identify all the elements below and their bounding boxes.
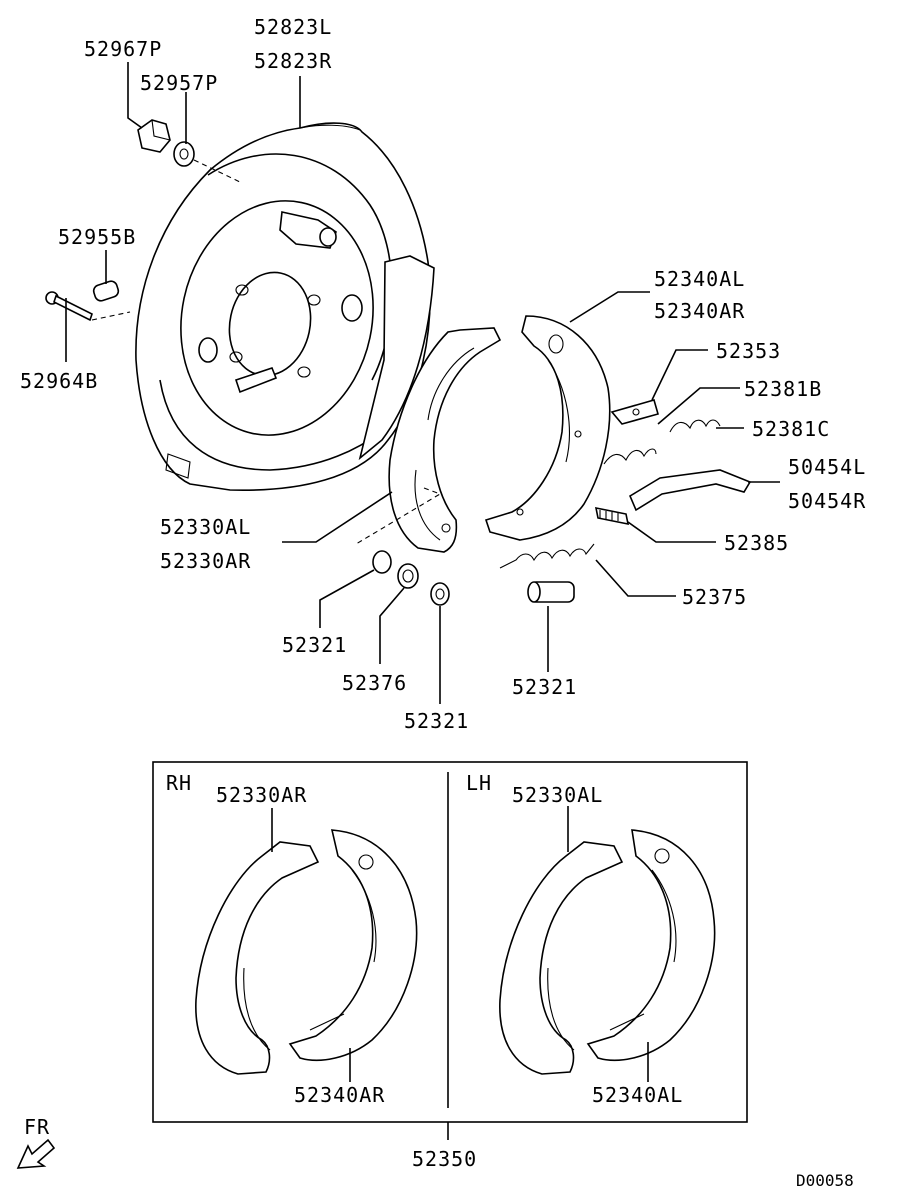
lh-label: LH <box>466 771 493 795</box>
nut-52967P <box>137 119 171 153</box>
callout-52340AL: 52340AL <box>654 267 746 291</box>
callout-50454R: 50454R <box>788 489 867 513</box>
spring-52381B <box>603 448 657 465</box>
spring-52376 <box>397 563 419 589</box>
return-spring-52375 <box>499 543 595 569</box>
callout-52340AR: 52340AR <box>654 299 746 323</box>
bolt-52964B <box>45 291 93 322</box>
brake-shoe-rear <box>484 315 611 541</box>
callout-52321-b: 52321 <box>404 709 470 733</box>
lh-shoe-lower-label: 52340AL <box>592 1083 684 1107</box>
callout-52955B: 52955B <box>58 225 137 249</box>
callout-50454L: 50454L <box>788 455 867 479</box>
brake-shoe-front <box>388 327 502 553</box>
front-direction-label: FR <box>24 1115 51 1139</box>
washer-52957P <box>173 141 195 167</box>
pin-52321-left <box>372 550 392 574</box>
callout-52385: 52385 <box>724 531 790 555</box>
callout-52321-a: 52321 <box>282 633 348 657</box>
callout-52330AL: 52330AL <box>160 515 252 539</box>
shoe-kit-box <box>152 761 748 1140</box>
callout-52353: 52353 <box>716 339 782 363</box>
leader-lines <box>65 62 780 704</box>
diagram-code: D00058 <box>796 1171 854 1187</box>
backing-plate <box>135 122 435 491</box>
wheel-cylinder-52301 <box>527 581 575 603</box>
callout-52301: 52321 <box>512 675 578 699</box>
callout-52967P: 52967P <box>84 37 163 61</box>
callout-52381B: 52381B <box>744 377 823 401</box>
callout-52376: 52376 <box>342 671 408 695</box>
clip-50454 <box>628 469 752 512</box>
callout-52823R: 52823R <box>254 49 333 73</box>
callout-52823L: 52823L <box>254 15 333 39</box>
plug-52955B <box>92 280 120 302</box>
callout-52964B: 52964B <box>20 369 99 393</box>
callout-52375: 52375 <box>682 585 748 609</box>
callout-52330AR: 52330AR <box>160 549 252 573</box>
lh-shoe-pair-drawing <box>499 829 716 1075</box>
rh-label: RH <box>166 771 193 795</box>
callout-52957P: 52957P <box>140 71 219 95</box>
callout-52381C: 52381C <box>752 417 831 441</box>
strut-adjuster-52385 <box>594 506 630 526</box>
rh-shoe-pair-drawing <box>195 829 418 1075</box>
rh-shoe-upper-label: 52330AR <box>216 783 308 807</box>
front-direction-arrow-icon <box>16 1138 56 1169</box>
pin-52321-right <box>430 582 450 606</box>
rh-shoe-lower-label: 52340AR <box>294 1083 386 1107</box>
spring-52381C <box>669 419 721 433</box>
lever-plate-52353 <box>610 399 659 425</box>
kit-number-label: 52350 <box>412 1147 478 1171</box>
lh-shoe-upper-label: 52330AL <box>512 783 604 807</box>
